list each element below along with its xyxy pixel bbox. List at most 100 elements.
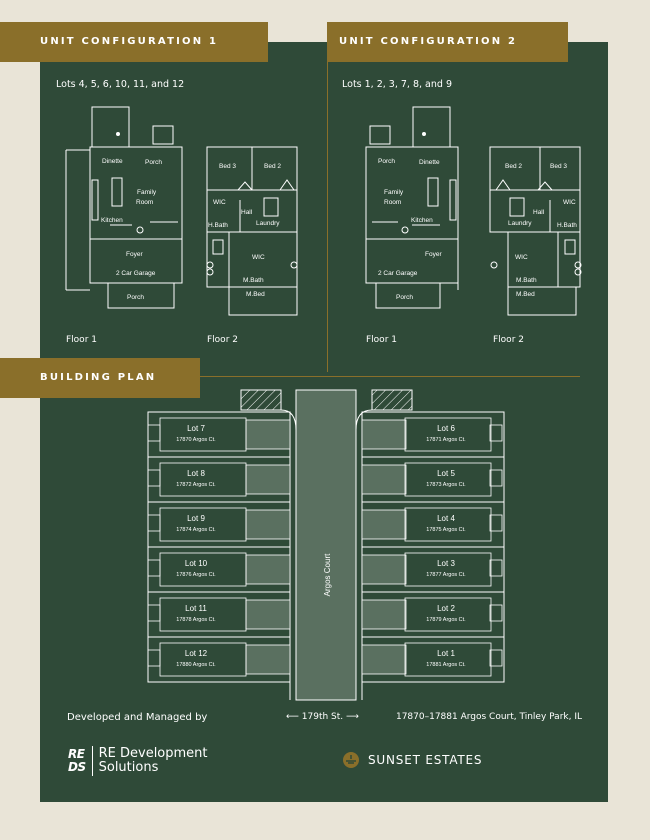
room-mbath: M.Bath: [243, 277, 264, 284]
curb-left: [280, 409, 297, 431]
room-porch: Porch: [145, 159, 162, 166]
unit-box: [159, 462, 247, 497]
room-hbath: H.Bath: [208, 222, 228, 229]
unit-box: [404, 642, 492, 677]
room-wic: WIC: [213, 199, 226, 206]
unit-box: [159, 417, 247, 452]
room-laundry-2: Laundry: [508, 220, 532, 227]
patio: [489, 469, 503, 487]
room-mbath-2: M.Bath: [516, 277, 537, 284]
config-2-floor-2-plan: [489, 146, 582, 316]
patio: [147, 469, 161, 487]
unit-box: [404, 417, 492, 452]
room-bed3-2: Bed 3: [550, 163, 567, 170]
config-1-floor-1-label: Floor 1: [66, 335, 97, 345]
patio: [147, 514, 161, 532]
lot-label: Lot 8: [187, 469, 205, 478]
arrow-left-icon: ⟵: [286, 712, 302, 722]
room-hall: Hall: [241, 209, 253, 216]
driveway: [361, 599, 407, 630]
patio: [489, 514, 503, 532]
lot-3-left: Lot 10 17876 Argos Ct.: [147, 546, 291, 593]
lot-address: 17881 Argos Ct.: [426, 662, 466, 668]
lot-0-right: Lot 6 17871 Argos Ct.: [361, 411, 505, 458]
unit-box: [159, 597, 247, 632]
building-plan-banner: BUILDING PLAN: [0, 358, 200, 398]
driveway: [361, 464, 407, 495]
sunset-estates-name: SUNSET ESTATES: [368, 753, 483, 767]
patio: [147, 604, 161, 622]
config-2-floor-2-label: Floor 2: [493, 335, 524, 345]
room-room-2: Room: [384, 199, 401, 206]
re-development-logo: RE DS RE Development Solutions: [68, 746, 208, 776]
room-bed2-2: Bed 2: [505, 163, 522, 170]
lot-1-left: Lot 8 17872 Argos Ct.: [147, 456, 291, 503]
room-laundry: Laundry: [256, 220, 280, 227]
lot-address: 17871 Argos Ct.: [426, 437, 466, 443]
lot-address: 17873 Argos Ct.: [426, 482, 466, 488]
config-2-lots: Lots 1, 2, 3, 7, 8, and 9: [342, 79, 452, 90]
lot-label: Lot 10: [185, 559, 208, 568]
lot-label: Lot 4: [437, 514, 455, 523]
re-mark-top: RE: [68, 747, 85, 761]
unit-config-2-banner: UNIT CONFIGURATION 2: [327, 22, 568, 62]
config-1-floor-2-plan: [206, 146, 298, 316]
room-porch-front-2: Porch: [396, 294, 413, 301]
lot-address: 17878 Argos Ct.: [176, 617, 216, 623]
patio: [489, 424, 503, 442]
room-hall-2: Hall: [533, 209, 545, 216]
patio: [489, 649, 503, 667]
room-foyer: Foyer: [126, 251, 143, 258]
sunset-estates-logo: SUNSET ESTATES: [342, 751, 482, 769]
lot-address: 17872 Argos Ct.: [176, 482, 216, 488]
config-1-floor-1-plan: [65, 106, 183, 309]
re-development-name: RE Development Solutions: [99, 747, 208, 775]
curb-right: [355, 409, 373, 431]
road-end-left: [240, 389, 282, 411]
unit-box: [159, 507, 247, 542]
re-mark-icon: RE DS: [68, 748, 86, 774]
room-family-2: Family: [384, 189, 404, 196]
room-mbed: M.Bed: [246, 291, 265, 298]
driveway: [245, 419, 291, 450]
room-wic-2: WIC: [252, 254, 265, 261]
room-bed3: Bed 3: [219, 163, 236, 170]
lot-label: Lot 6: [437, 424, 455, 433]
room-bed2: Bed 2: [264, 163, 281, 170]
room-kitchen: Kitchen: [101, 217, 123, 224]
driveway: [245, 644, 291, 675]
unit-box: [404, 597, 492, 632]
room-foyer-2: Foyer: [425, 251, 442, 258]
re-name-line-2: Solutions: [98, 760, 159, 775]
lot-address: 17877 Argos Ct.: [426, 572, 466, 578]
lot-label: Lot 7: [187, 424, 205, 433]
argos-court-road: [295, 389, 357, 701]
room-porch-2: Porch: [378, 158, 395, 165]
logo-separator: [91, 746, 93, 776]
config-divider: [327, 42, 328, 372]
patio: [489, 559, 503, 577]
lot-label: Lot 9: [187, 514, 205, 523]
driveway: [245, 509, 291, 540]
unit-config-1-banner: UNIT CONFIGURATION 1: [0, 22, 268, 62]
lot-label: Lot 12: [185, 649, 208, 658]
driveway: [361, 419, 407, 450]
driveway: [245, 599, 291, 630]
developed-by: Developed and Managed by: [67, 712, 208, 723]
street-name: 179th St.: [301, 712, 344, 722]
lot-address: 17876 Argos Ct.: [176, 572, 216, 578]
room-dinette: Dinette: [102, 158, 123, 165]
re-name-line-1: RE Development: [98, 746, 208, 761]
road-label: Argos Court: [323, 553, 332, 596]
patio: [147, 424, 161, 442]
room-dinette-2: Dinette: [419, 159, 440, 166]
room-garage: 2 Car Garage: [116, 270, 156, 277]
lot-address: 17874 Argos Ct.: [176, 527, 216, 533]
